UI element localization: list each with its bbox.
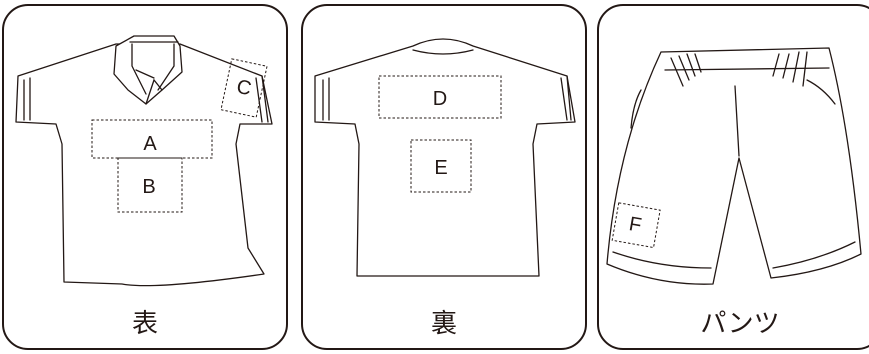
pants-panel: F パンツ — [597, 4, 869, 350]
back-shirt-illustration: D E — [303, 6, 589, 352]
shorts-outline — [607, 48, 861, 284]
front-panel: A B C 表 — [2, 4, 288, 350]
front-label: 表 — [4, 306, 286, 342]
print-zone-b-label: B — [142, 176, 155, 198]
print-zone-a-label: A — [143, 133, 157, 155]
print-zone-d-label: D — [433, 88, 447, 110]
pants-label: パンツ — [599, 306, 869, 342]
back-panel: D E 裏 — [301, 4, 587, 350]
back-label: 裏 — [303, 306, 585, 342]
front-shirt-illustration: A B C — [4, 6, 290, 352]
shorts-illustration: F — [599, 6, 869, 352]
print-zone-e-label: E — [434, 157, 447, 179]
